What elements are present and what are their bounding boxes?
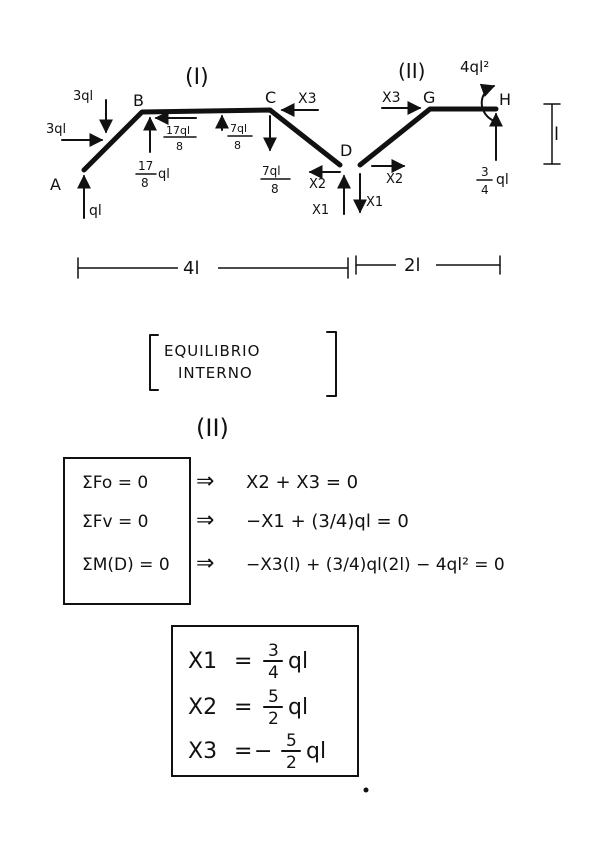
internal-bc-left-num: 17ql xyxy=(166,124,190,137)
result-2-den: 2 xyxy=(268,709,279,729)
node-label-d: D xyxy=(340,141,352,160)
heading-box: EQUILIBRIO INTERNO xyxy=(149,331,337,397)
equation-1-rhs: X2 + X3 = 0 xyxy=(246,472,358,493)
x2-label-right: X2 xyxy=(386,172,403,187)
result-1-eq: = xyxy=(234,649,252,674)
load-c-down-den: 8 xyxy=(271,182,279,196)
structure-diagram: (I) (II) A B C D G H 3ql 3ql ql 17 8 ql … xyxy=(46,58,561,279)
x3-label-left: X3 xyxy=(298,91,317,107)
section-label: (II) xyxy=(196,414,229,442)
x1-label-left: X1 xyxy=(312,203,329,218)
x1-label-right: X1 xyxy=(366,195,383,210)
part-label-2: (II) xyxy=(398,59,425,83)
heading-bracket-right xyxy=(326,331,337,397)
load-c-down-num: 7ql xyxy=(262,164,281,178)
part-label-1: (I) xyxy=(185,65,209,90)
result-3-unit: ql xyxy=(306,739,326,764)
reaction-b-num: 17 xyxy=(138,159,153,173)
equation-2-rhs: −X1 + (3/4)ql = 0 xyxy=(246,511,409,532)
result-1-num: 3 xyxy=(268,641,279,661)
node-label-a: A xyxy=(50,175,61,194)
equations-box xyxy=(63,457,191,605)
result-1-lhs: X1 xyxy=(188,649,217,674)
beam-part-1 xyxy=(81,107,343,173)
result-2-unit: ql xyxy=(288,695,308,720)
node-label-b: B xyxy=(133,91,144,110)
ink-dot xyxy=(363,787,369,793)
internal-bc-right-num: 7ql xyxy=(230,122,247,135)
x3-label-right: X3 xyxy=(382,90,401,106)
results-box xyxy=(171,625,359,777)
x2-label-left: X2 xyxy=(309,177,326,192)
node-label-h: H xyxy=(499,90,511,109)
internal-bc-left-den: 8 xyxy=(176,140,183,153)
internal-bc-right-den: 8 xyxy=(234,139,241,152)
load-label-b-vertical: 3ql xyxy=(73,89,93,104)
span-label-2: 2l xyxy=(404,255,420,276)
result-1-unit: ql xyxy=(288,649,308,674)
reaction-h-den: 4 xyxy=(481,183,489,197)
result-2-lhs: X2 xyxy=(188,695,217,720)
reaction-h-unit: ql xyxy=(496,172,509,188)
equation-1-arrow: ⇒ xyxy=(196,469,214,494)
node-label-c: C xyxy=(265,88,276,107)
equation-3-rhs: −X3(l) + (3/4)ql(2l) − 4ql² = 0 xyxy=(246,555,505,575)
result-2-eq: = xyxy=(234,695,252,720)
beam-part-2 xyxy=(357,106,499,168)
span-label-1: 4l xyxy=(183,258,199,279)
result-3-num: 5 xyxy=(286,731,297,751)
load-label-b-horizontal: 3ql xyxy=(46,122,66,137)
moment-arrow-h xyxy=(479,83,496,121)
results-block: X1 = 3 4 ql X2 = 5 2 ql X3 = − 5 2 ql xyxy=(171,625,359,777)
heading-bracket-left xyxy=(149,334,159,391)
result-2-num: 5 xyxy=(268,687,279,707)
result-3-sign: − xyxy=(254,739,272,764)
height-dimension-label: l xyxy=(554,124,559,145)
equation-2-lhs: ΣFv = 0 xyxy=(82,512,148,532)
moment-label-h: 4ql² xyxy=(460,58,489,76)
equation-3-arrow: ⇒ xyxy=(196,551,214,576)
heading-line-2: INTERNO xyxy=(178,364,253,382)
equation-2-arrow: ⇒ xyxy=(196,508,214,533)
result-3-lhs: X3 xyxy=(188,739,217,764)
equation-3-lhs: ΣM(D) = 0 xyxy=(82,555,170,575)
result-3-den: 2 xyxy=(286,753,297,773)
equation-1-lhs: ΣFo = 0 xyxy=(82,473,148,493)
reaction-b-unit: ql xyxy=(158,167,170,182)
reaction-label-a: ql xyxy=(89,203,102,219)
node-label-g: G xyxy=(423,88,435,107)
result-3-eq: = xyxy=(234,739,252,764)
reaction-h-num: 3 xyxy=(481,165,489,179)
result-1-den: 4 xyxy=(268,663,279,683)
heading-line-1: EQUILIBRIO xyxy=(164,342,260,360)
reaction-b-den: 8 xyxy=(141,176,149,190)
equations-block: ΣFo = 0 ⇒ X2 + X3 = 0 ΣFv = 0 ⇒ −X1 + (3… xyxy=(63,457,505,605)
